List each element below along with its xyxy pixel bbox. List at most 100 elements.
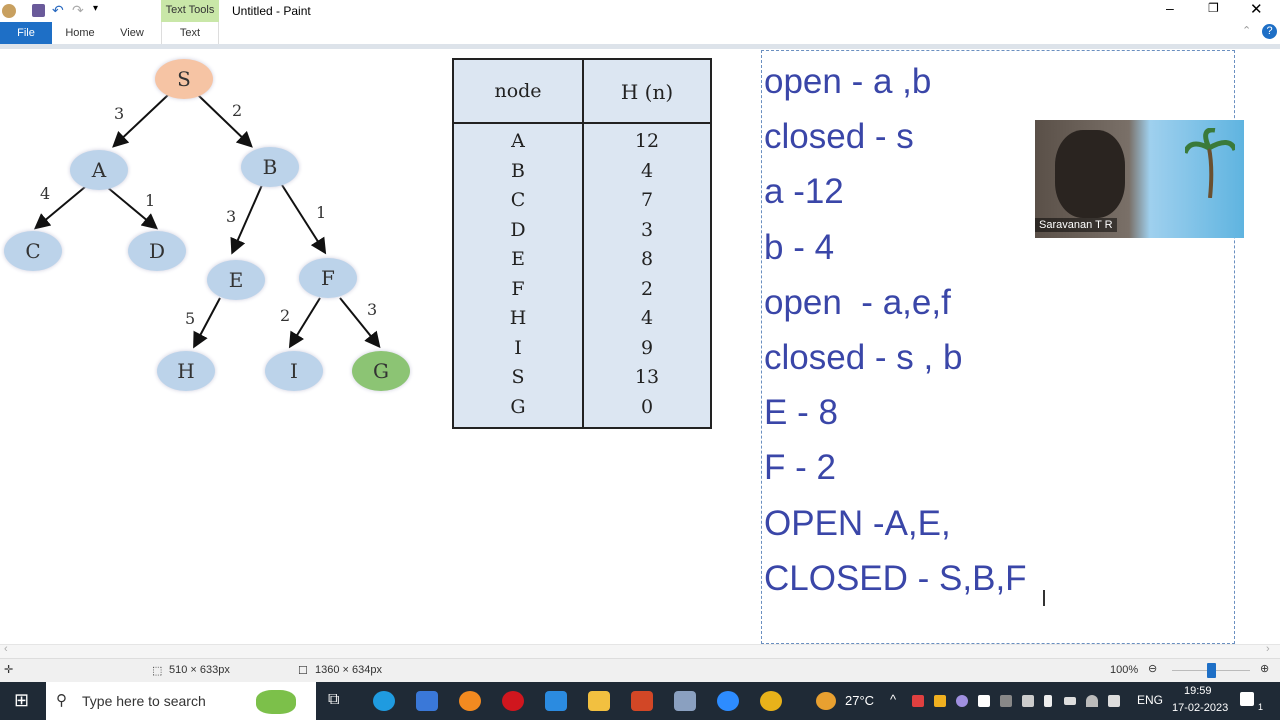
file-explorer-icon[interactable] [588, 691, 610, 711]
horizontal-scrollbar[interactable]: ‹ › [0, 643, 1280, 658]
clock-date[interactable]: 17-02-2023 [1172, 702, 1229, 714]
zoom-slider-thumb[interactable] [1207, 663, 1216, 678]
status-bar: ✛ ⬚ 510 × 633px ☐ 1360 × 634px 100% ⊖ ⊕ [0, 658, 1280, 682]
canvas-size: 1360 × 634px [315, 664, 382, 676]
note-line[interactable]: closed - s , b [764, 338, 963, 377]
help-icon[interactable]: ? [1262, 24, 1277, 39]
start-windows-icon[interactable]: ⊞ [14, 690, 30, 710]
undo-icon[interactable]: ↶ [52, 2, 64, 18]
note-line[interactable]: open - a,e,f [764, 282, 951, 322]
tray-camera-off-icon[interactable] [1000, 695, 1012, 707]
task-view-icon[interactable]: ⧉ [328, 691, 340, 708]
node-cell: E [511, 248, 525, 270]
weather-icon[interactable] [816, 692, 836, 710]
search-icon: ⚲ [56, 692, 67, 709]
microsoft-store-icon[interactable] [416, 691, 438, 711]
ribbon-tabs: File Home View Text ⌃ ? [0, 22, 1280, 44]
security-shield-icon[interactable] [978, 695, 990, 707]
hn-cell: 9 [640, 336, 654, 359]
tree-edges [33, 94, 381, 349]
header-node: node [494, 80, 542, 102]
text-tools-context-tab: Text Tools [161, 0, 219, 22]
edge-b-e [230, 184, 263, 255]
note-line[interactable]: a -12 [764, 172, 844, 212]
edge-s-a [112, 94, 169, 148]
volume-icon[interactable] [1108, 695, 1120, 707]
chrome-icon[interactable] [760, 691, 782, 711]
language-indicator[interactable]: ENG [1137, 693, 1164, 707]
notifications-icon[interactable] [1240, 692, 1254, 706]
weather-temperature[interactable]: 27°C [845, 693, 875, 708]
taskbar-search-box[interactable]: ⚲ Type here to search [46, 682, 316, 720]
canvas-size-icon: ☐ [298, 665, 308, 677]
firefox-icon[interactable] [459, 691, 481, 711]
tree-node-i: I [265, 351, 323, 391]
move-cursor-icon: ✛ [4, 664, 14, 676]
hn-cell: 4 [640, 307, 654, 329]
node-cell: C [510, 189, 526, 211]
note-line[interactable]: F - 2 [764, 448, 836, 488]
wifi-icon[interactable] [1086, 695, 1098, 707]
zoom-level: 100% [1110, 664, 1139, 676]
text-box-selection[interactable] [761, 50, 1235, 644]
note-line[interactable]: closed - s [764, 117, 914, 157]
paint-taskbar-icon[interactable] [674, 691, 696, 711]
clock-time[interactable]: 19:59 [1184, 685, 1212, 697]
edge-browser-icon[interactable] [373, 691, 395, 711]
hn-cell: 2 [640, 277, 654, 300]
save-icon[interactable] [32, 4, 45, 17]
tree-node-d: D [128, 231, 186, 271]
hn-cell: 4 [640, 159, 654, 182]
edge-f-g [339, 297, 381, 349]
tab-view[interactable]: View [120, 27, 144, 39]
webcam-video: Saravanan T R [1035, 120, 1244, 238]
zoom-app-icon[interactable] [717, 691, 739, 711]
tray-camera-icon[interactable] [1022, 695, 1034, 707]
restore-button[interactable]: ❐ [1208, 1, 1219, 15]
tab-home[interactable]: Home [65, 27, 95, 39]
zoom-out-button[interactable]: ⊖ [1148, 663, 1158, 675]
redo-icon[interactable]: ↷ [72, 2, 84, 18]
node-cell: I [514, 336, 522, 359]
edge-weight-s-a: 3 [114, 104, 125, 123]
note-line[interactable]: OPEN -A,E, [764, 503, 951, 543]
edge-weight-f-g: 3 [367, 300, 378, 319]
quick-access-dropdown-icon[interactable]: ▾ [93, 3, 99, 14]
powerpoint-icon[interactable] [631, 691, 653, 711]
tray-app-icon[interactable] [956, 695, 968, 707]
edge-weight-s-b: 2 [232, 101, 243, 120]
note-line[interactable]: b - 4 [764, 227, 835, 267]
note-line[interactable]: open - a ,b [764, 62, 932, 101]
hn-cell: 12 [634, 130, 660, 152]
opera-icon[interactable] [502, 691, 524, 711]
zoom-in-button[interactable]: ⊕ [1260, 663, 1270, 675]
hn-cell: 8 [640, 248, 654, 270]
minimize-button[interactable]: – [1166, 0, 1174, 16]
show-hidden-icons-icon[interactable]: ^ [890, 692, 897, 707]
edge-b-f [281, 184, 327, 255]
note-line[interactable]: E - 8 [764, 393, 838, 433]
tray-speaker-app-icon[interactable] [912, 695, 924, 707]
hn-cell: 0 [640, 395, 654, 418]
battery-icon[interactable] [1064, 697, 1076, 705]
edge-weight-e-h: 5 [185, 309, 196, 328]
tab-text[interactable]: Text [161, 22, 219, 44]
tree-node-g: G [352, 351, 410, 391]
tree-node-f: F [299, 258, 357, 298]
tree-node-c: C [4, 231, 62, 271]
mail-icon[interactable] [545, 691, 567, 711]
close-button[interactable]: ✕ [1250, 1, 1263, 18]
tray-vpn-icon[interactable] [934, 695, 946, 707]
tree-node-a: A [70, 150, 128, 190]
microphone-icon[interactable] [1044, 695, 1052, 707]
tab-file[interactable]: File [0, 22, 52, 44]
collapse-ribbon-icon[interactable]: ⌃ [1242, 25, 1252, 37]
note-line[interactable]: CLOSED - S,B,F [764, 558, 1027, 598]
selection-size: 510 × 633px [169, 664, 230, 676]
